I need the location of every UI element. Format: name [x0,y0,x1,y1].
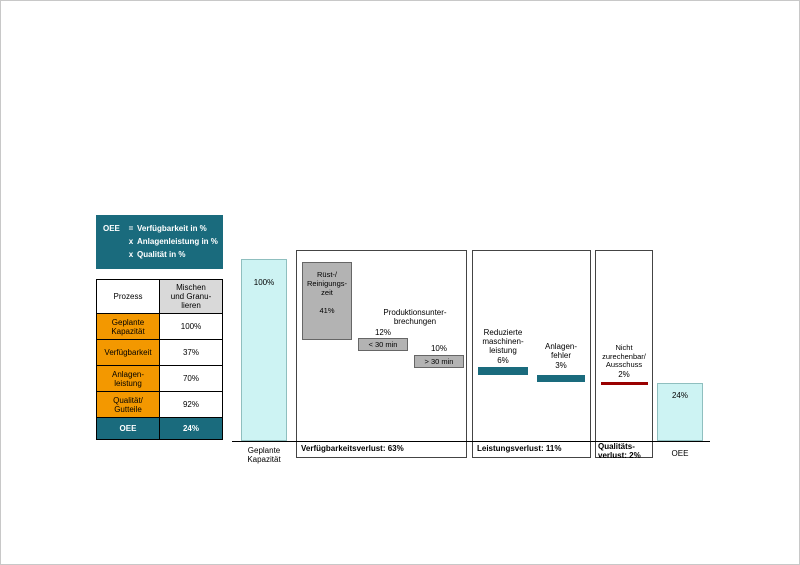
formula-row: x Anlagenleistung in % [103,235,219,248]
formula-operator-equals: = [128,224,134,233]
table-row-label-capacity: Geplante Kapazität [96,313,160,340]
table-row-value-availability: 37% [159,339,223,366]
table-row: Verfügbarkeit 37% [96,339,223,366]
oee-bar: 24% [657,383,703,441]
setup-cleaning-value: 41% [319,306,335,315]
table-row: Qualität/ Gutteile 92% [96,391,223,418]
spacer [103,248,125,261]
chart-baseline [232,441,710,442]
performance-loss-title: Leistungsverlust: 11% [477,444,562,453]
equipment-faults-label: Anlagen- fehler [544,342,578,360]
quality-loss-title: Qualitäts- verlust: 2% [598,442,641,460]
availability-loss-box [296,250,467,458]
oee-kpi-table: Prozess Mischen und Granu- lieren Geplan… [96,279,223,440]
interruptions-gt30-box: > 30 min [414,355,464,368]
capacity-bar-value: 100% [253,278,275,287]
table-header-row: Prozess Mischen und Granu- lieren [96,279,223,314]
interruptions-label: Produktionsunter- brechungen [383,308,447,326]
scrap-value: 2% [618,370,630,379]
formula-operator-times: x [128,237,134,246]
reduced-speed-bar [478,367,528,375]
formula-term: OEE [103,224,120,233]
table-row-value-performance: 70% [159,365,223,392]
scrap-label: Nicht zurechenbar/ Ausschuss [602,343,646,369]
reduced-speed-value: 6% [497,356,509,365]
scrap-bar [601,382,648,385]
interruptions-lt30-box: < 30 min [358,338,408,351]
table-footer-row: OEE 24% [96,417,223,440]
table-row-value-quality: 92% [159,391,223,418]
oee-axis-label: OEE [671,449,689,458]
table-header-process-name: Mischen und Granu- lieren [159,279,223,314]
interruptions-gt30-label: > 30 min [424,357,454,366]
interruptions-lt30-value: 12% [374,328,391,337]
capacity-bar: 100% [241,259,287,441]
availability-loss-title: Verfügbarkeitsverlust: 63% [301,444,404,453]
spacer [103,235,125,248]
reduced-speed-label: Reduzierte maschinen- leistung [482,328,524,355]
interruptions-lt30-label: < 30 min [368,340,398,349]
table-footer-value-oee: 24% [159,417,223,440]
formula-performance: Anlagenleistung in % [137,237,218,246]
formula-row: OEE = Verfügbarkeit in % [103,222,219,235]
setup-cleaning-box: Rüst-/ Reinigungs- zeit 41% [302,262,352,340]
table-row: Anlagen- leistung 70% [96,365,223,392]
oee-bar-value: 24% [671,391,688,400]
capacity-axis-label: Geplante Kapazität [247,446,281,464]
performance-loss-box [472,250,591,458]
formula-operator-times: x [128,250,134,259]
table-row-label-availability: Verfügbarkeit [96,339,160,366]
formula-availability: Verfügbarkeit in % [137,224,207,233]
oee-formula-box: OEE = Verfügbarkeit in % x Anlagenleistu… [96,215,223,269]
quality-loss-box [595,250,653,458]
formula-quality: Qualität in % [137,250,186,259]
equipment-faults-value: 3% [555,361,567,370]
equipment-faults-bar [537,375,585,382]
table-row-label-performance: Anlagen- leistung [96,365,160,392]
table-row-value-capacity: 100% [159,313,223,340]
table-row: Geplante Kapazität 100% [96,313,223,340]
interruptions-gt30-value: 10% [430,344,447,353]
table-row-label-quality: Qualität/ Gutteile [96,391,160,418]
setup-cleaning-label: Rüst-/ Reinigungs- zeit [306,270,348,297]
table-footer-label-oee: OEE [96,417,160,440]
table-header-process: Prozess [96,279,160,314]
formula-row: x Qualität in % [103,248,219,261]
